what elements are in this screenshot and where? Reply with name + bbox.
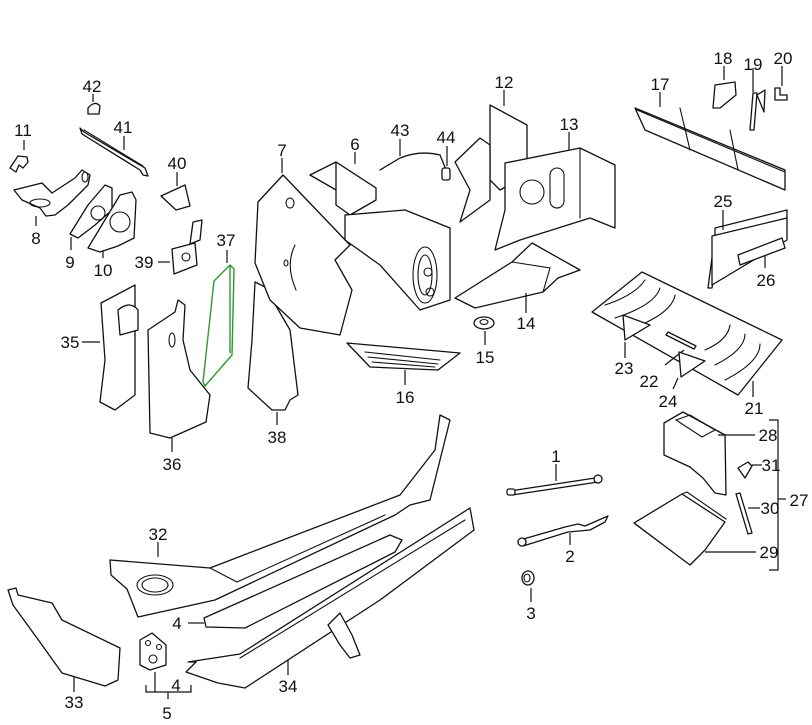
label-26[interactable]: 26: [757, 271, 776, 290]
part-16-plate[interactable]: [346, 342, 461, 371]
label-17[interactable]: 17: [651, 75, 670, 94]
part-38-panel[interactable]: [247, 281, 299, 411]
label-19[interactable]: 19: [744, 55, 763, 74]
part-37-panel[interactable]: [202, 264, 235, 387]
label-31[interactable]: 31: [762, 456, 781, 475]
part-15-grommet[interactable]: [473, 316, 495, 330]
label-11[interactable]: 11: [14, 121, 32, 140]
part-43-tube[interactable]: [379, 152, 448, 173]
label-24[interactable]: 24: [659, 392, 678, 411]
label-20[interactable]: 20: [774, 49, 793, 68]
label-13[interactable]: 13: [560, 115, 579, 134]
part-30-spring[interactable]: [735, 492, 753, 535]
part-18-bracket[interactable]: [712, 81, 737, 109]
part-33-panel[interactable]: [7, 587, 121, 687]
bracket-27-group: [769, 419, 786, 571]
label-5[interactable]: 5: [162, 704, 171, 723]
label-7[interactable]: 7: [277, 141, 286, 160]
label-36[interactable]: 36: [163, 455, 182, 474]
label-32[interactable]: 32: [149, 525, 168, 544]
part-9-gusset[interactable]: [69, 184, 113, 239]
label-30[interactable]: 30: [761, 499, 780, 518]
part-35-panel[interactable]: [99, 284, 139, 411]
label-37[interactable]: 37: [217, 231, 236, 250]
label-44[interactable]: 44: [437, 128, 456, 147]
label-34[interactable]: 34: [279, 677, 298, 696]
part-labels: 1 2 3 4 4 5 6 7 8 9 10 11 12 13 14 15 16…: [14, 49, 808, 723]
label-28[interactable]: 28: [759, 426, 778, 445]
part-32-sill-panel[interactable]: [109, 414, 451, 618]
label-18[interactable]: 18: [714, 49, 733, 68]
label-25[interactable]: 25: [714, 192, 733, 211]
part-40-plate[interactable]: [160, 184, 191, 211]
label-40[interactable]: 40: [168, 154, 187, 173]
part-24-gusset[interactable]: [678, 351, 706, 378]
label-38[interactable]: 38: [268, 428, 287, 447]
part-39-bracket[interactable]: [171, 219, 203, 275]
part-6-crossmember[interactable]: [309, 161, 451, 311]
label-21[interactable]: 21: [745, 399, 764, 418]
label-23[interactable]: 23: [615, 359, 634, 378]
part-42-cap[interactable]: [87, 102, 101, 115]
label-42[interactable]: 42: [83, 77, 102, 96]
label-8[interactable]: 8: [31, 229, 40, 248]
label-4[interactable]: 4: [172, 614, 181, 633]
label-3[interactable]: 3: [526, 604, 535, 623]
part-29-cover[interactable]: [633, 491, 727, 566]
label-29[interactable]: 29: [760, 543, 779, 562]
label-2[interactable]: 2: [565, 547, 574, 566]
part-28-housing[interactable]: [663, 411, 727, 496]
part-14-panel[interactable]: [454, 242, 581, 309]
part-23-gusset[interactable]: [622, 314, 651, 341]
label-10[interactable]: 10: [94, 261, 113, 280]
part-4-strip[interactable]: [203, 534, 403, 629]
part-4-gasket[interactable]: [139, 632, 167, 671]
label-16[interactable]: 16: [396, 388, 415, 407]
label-15[interactable]: 15: [476, 348, 495, 367]
label-33[interactable]: 33: [65, 693, 84, 712]
part-2-lever[interactable]: [517, 515, 609, 547]
label-4-gasket[interactable]: 4: [171, 676, 180, 695]
label-41[interactable]: 41: [114, 118, 133, 137]
part-11-clip[interactable]: [9, 155, 29, 173]
part-36-panel[interactable]: [147, 299, 211, 439]
part-19-bracket[interactable]: [749, 89, 766, 131]
label-14[interactable]: 14: [517, 314, 536, 333]
part-8-bracket[interactable]: [13, 169, 91, 217]
part-1-rod[interactable]: [506, 474, 603, 496]
label-12[interactable]: 12: [495, 73, 514, 92]
part-20-clip[interactable]: [774, 87, 788, 101]
part-26-rail[interactable]: [737, 237, 786, 266]
part-41-bar[interactable]: [79, 127, 149, 177]
label-6[interactable]: 6: [350, 135, 359, 154]
part-44-fitting[interactable]: [441, 167, 451, 181]
part-17-beam[interactable]: [634, 107, 786, 191]
part-13-panel[interactable]: [494, 147, 616, 251]
label-35[interactable]: 35: [61, 333, 80, 352]
part-7-frame[interactable]: [254, 174, 353, 336]
label-22[interactable]: 22: [640, 372, 659, 391]
label-39[interactable]: 39: [135, 253, 154, 272]
part-3-bushing[interactable]: [521, 570, 535, 586]
label-9[interactable]: 9: [65, 253, 74, 272]
part-34-rocker[interactable]: [185, 507, 475, 689]
label-1[interactable]: 1: [551, 447, 560, 466]
label-27[interactable]: 27: [790, 491, 809, 510]
label-43[interactable]: 43: [391, 121, 410, 140]
part-31-knob[interactable]: [737, 461, 753, 479]
bracket-5-group: [145, 672, 192, 699]
part-22-strip[interactable]: [665, 331, 697, 350]
